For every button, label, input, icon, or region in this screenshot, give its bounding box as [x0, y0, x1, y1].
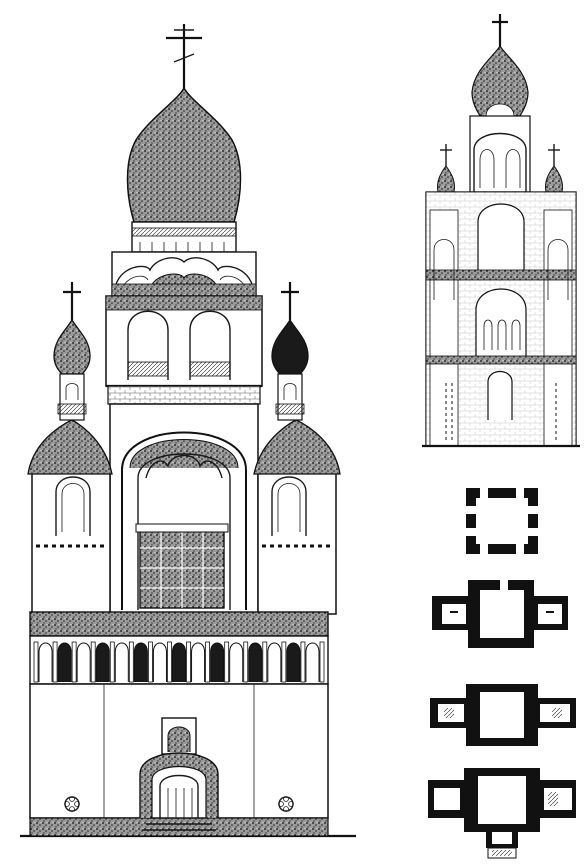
ground-storey: [29, 683, 329, 837]
central-onion-dome: [126, 86, 242, 223]
gallery-column: [71, 641, 77, 683]
plan-level-1: [428, 768, 576, 859]
section-side-dome-right: [545, 144, 563, 193]
gallery-column: [262, 641, 268, 683]
gallery-column: [224, 641, 230, 683]
gallery-column: [281, 641, 287, 683]
left-side-dome: [53, 282, 91, 421]
gallery-column: [147, 641, 153, 683]
gallery-arch: [210, 642, 225, 682]
gallery-column: [167, 641, 172, 683]
gallery-column: [319, 641, 325, 683]
right-wing: [253, 419, 341, 615]
entrance-portal: [139, 717, 219, 831]
gallery-column: [205, 641, 211, 683]
dome-drum: [131, 221, 237, 253]
front-elevation: [20, 24, 356, 838]
tower-cornice: [107, 385, 261, 405]
plan-level-4: [466, 488, 538, 554]
gallery-arch: [57, 642, 72, 682]
left-wing: [27, 419, 113, 615]
gallery-arch: [76, 642, 91, 682]
left-rosette: [64, 796, 80, 812]
gallery-arch: [38, 642, 53, 682]
plan-level-2: [430, 684, 576, 746]
central-cross: [166, 24, 202, 88]
gallery-arch: [305, 642, 320, 682]
right-rosette: [278, 796, 294, 812]
right-side-dome: [271, 282, 309, 421]
gallery-column: [109, 641, 115, 683]
plan-level-3: [432, 580, 568, 648]
gallery-column: [33, 641, 39, 683]
gallery-arch: [114, 642, 129, 682]
gallery-arch: [286, 642, 301, 682]
belfry-kokoshniks: [111, 251, 257, 297]
gallery-column: [300, 641, 306, 683]
gallery-arch: [229, 642, 244, 682]
gallery-arch: [171, 642, 187, 682]
gallery-arch: [152, 642, 167, 682]
gallery-column: [90, 641, 96, 683]
gallery-arch: [133, 642, 148, 682]
section-side-dome-left: [437, 144, 455, 193]
gallery-column: [186, 641, 191, 683]
gallery-column: [52, 641, 58, 683]
gallery-column: [128, 641, 134, 683]
gallery-arch: [267, 642, 282, 682]
gallery-column: [243, 641, 249, 683]
arcade-gallery: [29, 611, 329, 685]
central-tower: [109, 403, 259, 615]
gallery-arch: [95, 642, 110, 682]
longitudinal-section: [422, 14, 580, 448]
belfry-arcade: [105, 295, 263, 388]
gallery-arch: [248, 642, 263, 682]
gallery-arch: [191, 642, 206, 682]
